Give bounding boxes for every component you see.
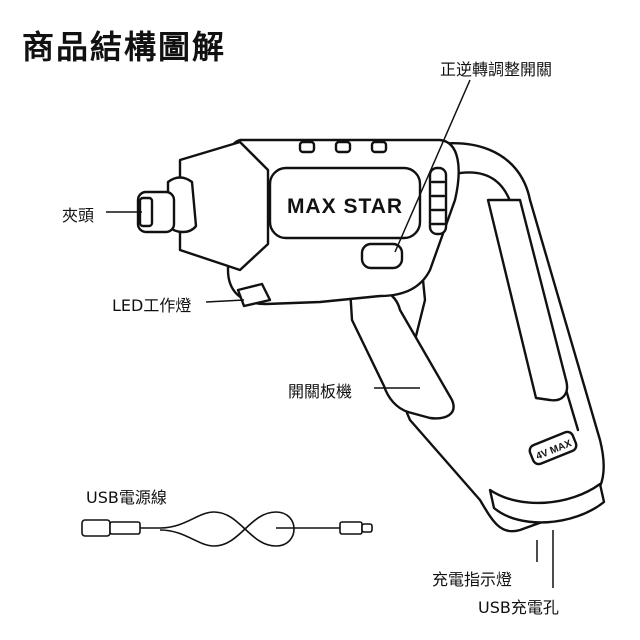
- usb-cable: [81, 511, 373, 547]
- base-ring: [488, 482, 606, 524]
- screwdriver-illustration: [136, 138, 606, 533]
- leader-lines: [106, 79, 554, 588]
- leader-led: [205, 299, 245, 303]
- vent-slot: [298, 140, 316, 154]
- nose-housing: [178, 140, 270, 272]
- battery-badge-frame: [528, 430, 578, 466]
- switch-housing: [360, 242, 404, 270]
- vent-slot: [334, 140, 352, 154]
- brand-logo: MAX STAR: [287, 195, 403, 218]
- handle-side-panel: [486, 198, 569, 402]
- label-charge-indicator: 充電指示燈: [432, 570, 513, 589]
- label-trigger: 開關板機: [288, 382, 353, 401]
- leader-switch: [394, 79, 471, 253]
- direction-switch: [428, 166, 448, 236]
- cable-loop: [159, 511, 295, 547]
- label-led: LED工作燈: [112, 296, 192, 315]
- label-switch: 正逆轉調整開關: [440, 60, 553, 79]
- label-chuck: 夾頭: [62, 206, 95, 225]
- usb-a-plug: [81, 519, 111, 537]
- brand-plate: [268, 166, 422, 240]
- label-usb-port: USB充電孔: [478, 598, 559, 617]
- page-title: 商品結構圖解: [22, 28, 227, 66]
- label-usb-cable: USB電源線: [86, 488, 167, 507]
- vent-slot: [370, 140, 388, 154]
- usb-c-plug: [339, 521, 363, 535]
